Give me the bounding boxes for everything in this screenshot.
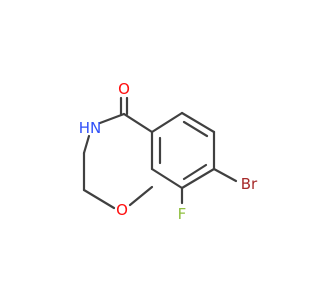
molecule-structure: O HN O F Br [0, 0, 300, 300]
bond-n4-c3 [82, 134, 91, 155]
background [0, 0, 300, 300]
bond-c6-c7 [180, 111, 216, 134]
bond-c5a-c6 [150, 111, 184, 134]
atom-labels: O HN O F Br [79, 80, 258, 223]
nitrogen-label: HN [79, 119, 102, 137]
bond-inner-c8-c9 [182, 163, 208, 181]
bond-c2-o1 [82, 188, 116, 210]
bond-c5-n4 [98, 112, 126, 125]
ring-oxygen-label: O [116, 201, 128, 219]
bond-c5-c5a [122, 112, 154, 134]
bond-group [82, 96, 238, 210]
bond-c8-br [212, 167, 238, 183]
fluorine-label: F [178, 205, 187, 223]
bromine-label: Br [241, 175, 258, 193]
bond-inner-c6-c7 [182, 120, 209, 138]
bond-o1-c9a [128, 185, 154, 207]
bond-c9-c9a [150, 167, 184, 190]
carbonyl-oxygen-label: O [118, 80, 130, 98]
bond-c8-c9 [180, 167, 216, 190]
